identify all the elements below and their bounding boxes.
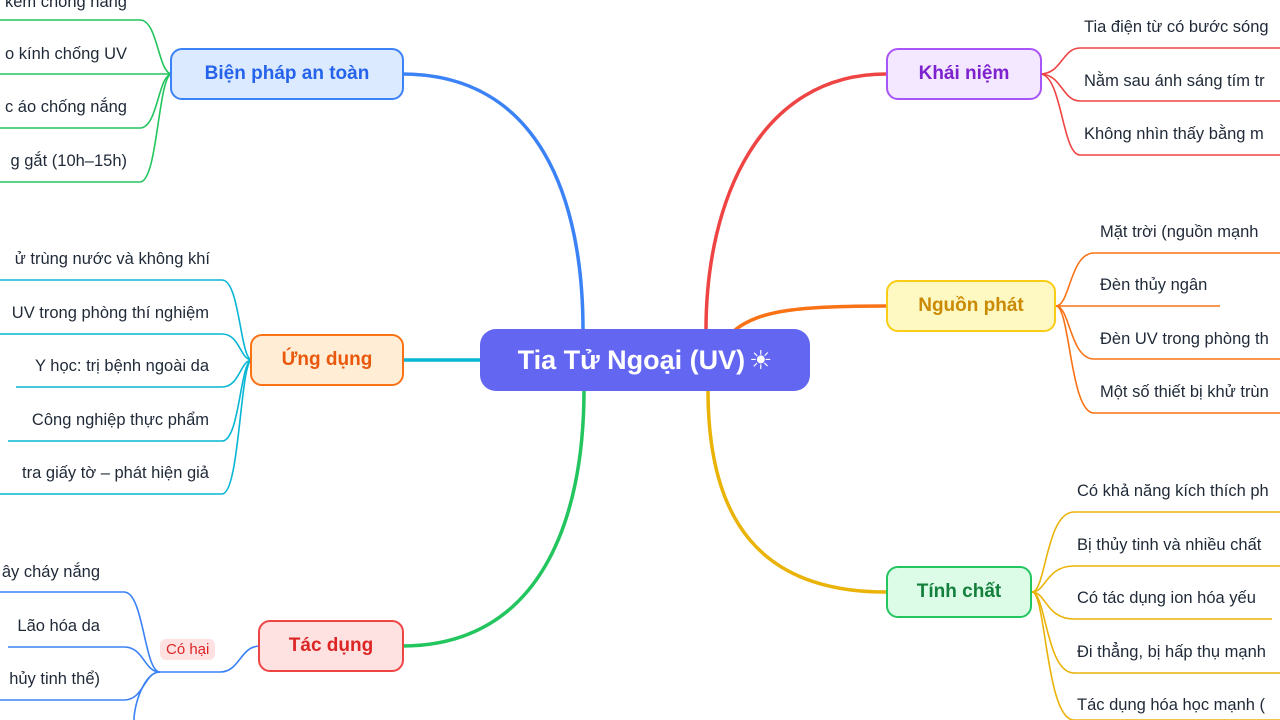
leaf-ung-dung-1[interactable]: ử trùng nước và không khí	[14, 250, 210, 268]
leaf-tinh-chat-4[interactable]: Đi thẳng, bị hấp thụ mạnh	[1077, 643, 1266, 661]
leaf-bien-phap-4[interactable]: g gắt (10h–15h)	[10, 152, 127, 170]
leaf-tac-dung-1[interactable]: ây cháy nắng	[1, 563, 100, 581]
node-tinh-chat-label: Tính chất	[916, 581, 1002, 602]
links-khai-niem	[1039, 47, 1280, 156]
leaf-nguon-phat-1[interactable]: Mặt trời (nguồn mạnh	[1100, 223, 1259, 241]
links-bien-phap	[0, 19, 173, 183]
leaf-tinh-chat-2[interactable]: Bị thủy tinh và nhiều chất	[1077, 536, 1262, 554]
leaf-nguon-phat-2[interactable]: Đèn thủy ngân	[1100, 276, 1208, 294]
links-nguon-phat	[1055, 252, 1280, 414]
leaf-tac-dung-3[interactable]: hủy tinh thể)	[9, 670, 100, 688]
node-nguon-phat[interactable]: Nguồn phát	[886, 280, 1056, 332]
leaf-bien-phap-1[interactable]: kem chống nắng	[4, 0, 127, 11]
link-khai-niem	[704, 72, 887, 331]
leaf-bien-phap-2[interactable]: o kính chống UV	[5, 45, 127, 63]
leaf-ung-dung-4[interactable]: Công nghiệp thực phẩm	[31, 411, 209, 429]
leaf-khai-niem-2[interactable]: Nằm sau ánh sáng tím tr	[1084, 72, 1265, 90]
root-label: Tia Tử Ngoại (UV)	[517, 344, 746, 375]
leaf-nguon-phat-3[interactable]: Đèn UV trong phòng th	[1100, 330, 1269, 348]
sun-icon: ☀	[749, 344, 773, 375]
link-bien-phap	[401, 72, 585, 331]
leaf-ung-dung-5[interactable]: tra giấy tờ – phát hiện giả	[22, 464, 209, 482]
leaf-tinh-chat-3[interactable]: Có tác dụng ion hóa yếu	[1077, 589, 1256, 607]
leaf-tinh-chat-5[interactable]: Tác dụng hóa học mạnh (	[1077, 696, 1266, 714]
link-tac-dung	[401, 389, 586, 648]
leaf-khai-niem-3[interactable]: Không nhìn thấy bằng m	[1084, 125, 1264, 143]
leaf-ung-dung-2[interactable]: UV trong phòng thí nghiệm	[11, 304, 209, 322]
link-nguon-phat	[733, 304, 887, 332]
node-tac-dung[interactable]: Tác dụng	[258, 620, 404, 672]
leaf-tinh-chat-1[interactable]: Có khả năng kích thích ph	[1077, 482, 1269, 500]
node-tac-dung-label: Tác dụng	[288, 635, 374, 656]
leaf-khai-niem-1[interactable]: Tia điện từ có bước sóng	[1084, 18, 1269, 36]
node-bien-phap-an-toan[interactable]: Biện pháp an toàn	[170, 48, 404, 100]
root-node[interactable]: Tia Tử Ngoại (UV) ☀	[480, 329, 810, 391]
node-nguon-phat-label: Nguồn phát	[918, 295, 1024, 316]
leaf-bien-phap-3[interactable]: c áo chống nắng	[4, 98, 127, 116]
node-bien-phap-label: Biện pháp an toàn	[204, 63, 370, 84]
node-khai-niem[interactable]: Khái niệm	[886, 48, 1042, 100]
leaf-nguon-phat-4[interactable]: Một số thiết bị khử trùn	[1100, 383, 1269, 401]
subgroup-co-hai[interactable]: Có hại	[160, 639, 216, 660]
node-khai-niem-label: Khái niệm	[918, 63, 1010, 84]
node-ung-dung-label: Ứng dụng	[281, 349, 373, 370]
leaf-tac-dung-2[interactable]: Lão hóa da	[17, 617, 100, 635]
links-tinh-chat	[1031, 511, 1280, 720]
link-tinh-chat	[706, 389, 887, 594]
node-tinh-chat[interactable]: Tính chất	[886, 566, 1032, 618]
node-ung-dung[interactable]: Ứng dụng	[250, 334, 404, 386]
links-ung-dung	[0, 279, 253, 495]
links-tac-dung	[0, 591, 261, 720]
leaf-ung-dung-3[interactable]: Y học: trị bệnh ngoài da	[35, 357, 209, 375]
